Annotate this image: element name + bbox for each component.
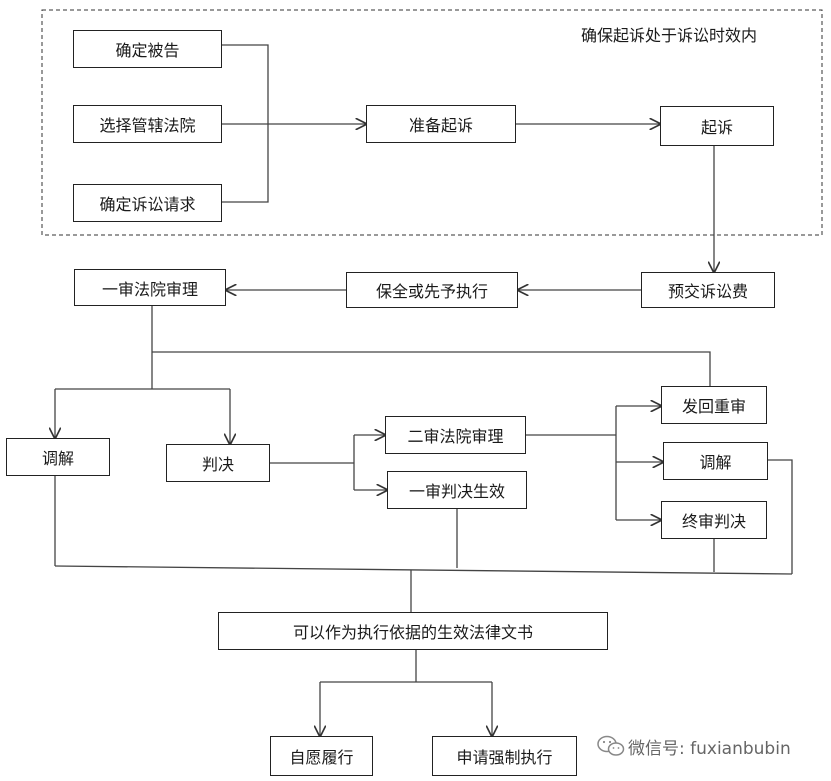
node-mediation-2: 调解 [663,442,768,480]
node-file-suit: 起诉 [660,106,774,146]
scope-note: 确保起诉处于诉讼时效内 [581,26,758,45]
node-confirm-defendant: 确定被告 [73,30,222,68]
node-choose-court: 选择管辖法院 [73,105,222,143]
node-preservation: 保全或先予执行 [346,272,518,308]
connector-bottom-bus [54,565,793,575]
node-prepare-suit: 准备起诉 [366,105,516,143]
wechat-icon [597,735,625,756]
node-effective-docs: 可以作为执行依据的生效法律文书 [218,612,608,650]
watermark-text: 微信号: fuxianbubin [628,739,791,759]
node-voluntary: 自愿履行 [270,736,373,776]
node-mediation-1: 调解 [6,438,110,476]
node-enforcement: 申请强制执行 [432,736,577,776]
node-final-judgment: 终审判决 [661,501,767,539]
node-first-effective: 一审判决生效 [387,471,527,509]
node-prepay-fees: 预交诉讼费 [641,272,775,308]
node-first-trial: 一审法院审理 [74,269,226,306]
connector-to-remand-line [152,351,711,386]
node-second-trial: 二审法院审理 [385,416,526,454]
node-judgment: 判决 [166,444,270,482]
connector-mediation-2-down [768,459,793,574]
node-remand-retrial: 发回重审 [661,386,767,424]
scope-frame [41,9,823,236]
node-confirm-claims: 确定诉讼请求 [73,184,222,222]
